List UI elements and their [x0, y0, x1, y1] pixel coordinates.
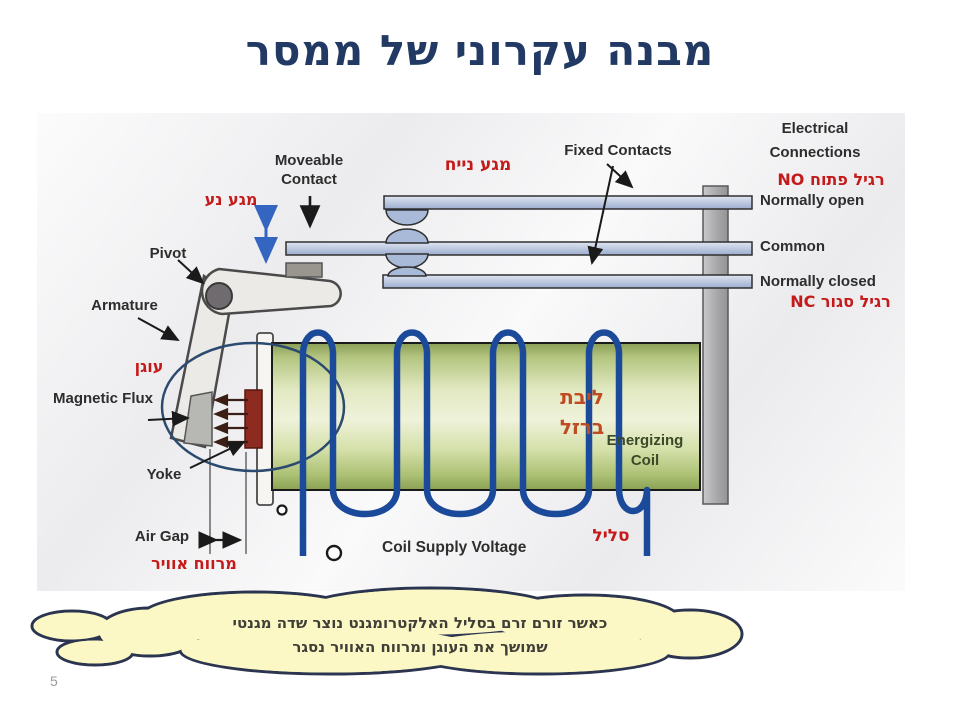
- air-gap-highlight-ellipse: [160, 341, 346, 473]
- coil-terminal-small: [276, 504, 288, 516]
- coil-winding: [299, 329, 651, 556]
- pointer-arrows: [137, 163, 634, 549]
- label-common: Common: [760, 238, 825, 255]
- label-iron-core-he: ליבת ברזל: [559, 385, 605, 439]
- flux-arrows-icon: [213, 393, 248, 449]
- callout-line2: שמושך את העוגן ומרווח האוויר נסגר: [292, 638, 548, 656]
- yoke-core: [244, 389, 263, 449]
- label-magnetic-flux: Magnetic Flux: [53, 390, 154, 407]
- fixed-contacts-arrow2-icon: [587, 165, 614, 265]
- normally-open-bar: [383, 195, 753, 210]
- contact-insulator: [285, 262, 323, 278]
- flux-label-arrow-icon: [147, 410, 190, 427]
- armature-upper-arm: [200, 267, 342, 316]
- fixed-contacts-arrow1-icon: [606, 163, 634, 189]
- label-coil-he: סליל: [592, 526, 630, 546]
- pivot-arrow-icon: [177, 259, 205, 285]
- terminal-block: [702, 185, 729, 505]
- coil-terminal-large: [325, 544, 343, 562]
- label-pivot: Pivot: [149, 245, 187, 262]
- contact-points: [385, 209, 429, 277]
- label-air-gap: Air Gap: [134, 528, 190, 545]
- label-electrical-connections: Electrical Connections: [769, 120, 861, 161]
- label-normally-open-he: רגיל פתוח NO: [777, 170, 885, 189]
- label-air-gap-he: מרווח אוויר: [151, 554, 237, 573]
- page-title: מבנה עקרוני של ממסר: [245, 26, 715, 75]
- common-moveable-bar: [285, 241, 753, 256]
- label-fixed-contact-he: מגע נייח: [444, 155, 512, 175]
- label-moving-contact-he: מגע נע: [204, 190, 258, 209]
- label-moveable-contact: Moveable Contact: [274, 152, 344, 188]
- thought-cloud: [30, 586, 744, 676]
- normally-closed-bar: [382, 274, 753, 289]
- label-armature-he: עוגן: [134, 357, 164, 376]
- armature-arrow-icon: [137, 317, 180, 341]
- label-yoke: Yoke: [146, 466, 182, 483]
- label-armature: Armature: [91, 297, 158, 314]
- label-normally-closed: Normally closed: [760, 273, 876, 290]
- callout-line1: כאשר זורם זרם בסליל האלקטרומגנט נוצר שדה…: [232, 614, 608, 632]
- label-normally-closed-he: רגיל סגור NC: [790, 292, 891, 311]
- yoke-arrow-icon: [189, 441, 246, 469]
- label-coil-supply-voltage: Coil Supply Voltage: [382, 539, 527, 556]
- pivot-point: [205, 282, 233, 310]
- label-fixed-contacts: Fixed Contacts: [564, 142, 672, 159]
- page-number: 5: [50, 673, 58, 689]
- armature-pole-face: [183, 391, 213, 447]
- label-energizing-coil: Energizing Coil: [606, 432, 684, 469]
- label-normally-open: Normally open: [760, 192, 865, 209]
